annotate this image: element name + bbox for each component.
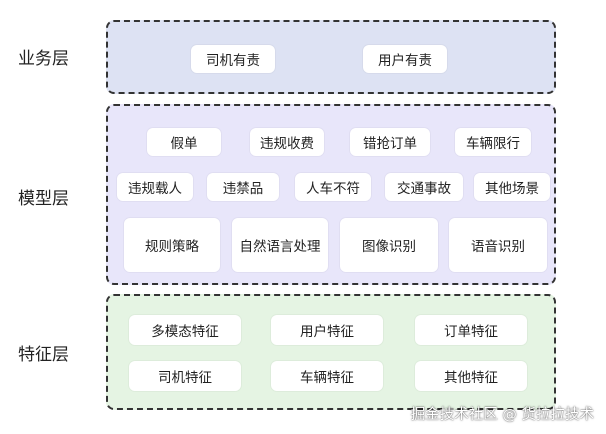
box-fake-order: 假单 (147, 128, 221, 156)
box-person-vehicle-mismatch: 人车不符 (295, 173, 371, 201)
box-nlp: 自然语言处理 (232, 218, 328, 272)
box-user-features: 用户特征 (271, 315, 383, 345)
box-order-features: 订单特征 (415, 315, 527, 345)
box-other-scenarios: 其他场景 (474, 173, 550, 201)
box-other-features: 其他特征 (415, 361, 527, 391)
box-wrong-grab-order: 错抢订单 (350, 128, 430, 156)
box-illegal-passenger: 违规载人 (117, 173, 193, 201)
business-layer-band (106, 20, 556, 94)
box-user-responsible: 用户有责 (363, 45, 447, 73)
layer-label-model: 模型层 (18, 189, 69, 209)
box-rule-strategy: 规则策略 (124, 218, 220, 272)
box-traffic-accident: 交通事故 (385, 173, 463, 201)
box-prohibited-goods: 违禁品 (207, 173, 279, 201)
box-vehicle-restriction: 车辆限行 (455, 128, 531, 156)
box-illegal-fee: 违规收费 (250, 128, 324, 156)
layer-label-feature: 特征层 (18, 345, 69, 365)
layer-label-business: 业务层 (18, 49, 69, 69)
box-vehicle-features: 车辆特征 (271, 361, 383, 391)
feature-layer-band (106, 294, 556, 410)
box-speech-recognition: 语音识别 (449, 218, 547, 272)
box-driver-features: 司机特征 (129, 361, 241, 391)
box-multimodal-features: 多模态特征 (129, 315, 241, 345)
box-driver-responsible: 司机有责 (191, 45, 275, 73)
watermark-text: 掘金技术社区 @ 货拉拉技术 (410, 407, 594, 423)
box-image-recognition: 图像识别 (340, 218, 438, 272)
